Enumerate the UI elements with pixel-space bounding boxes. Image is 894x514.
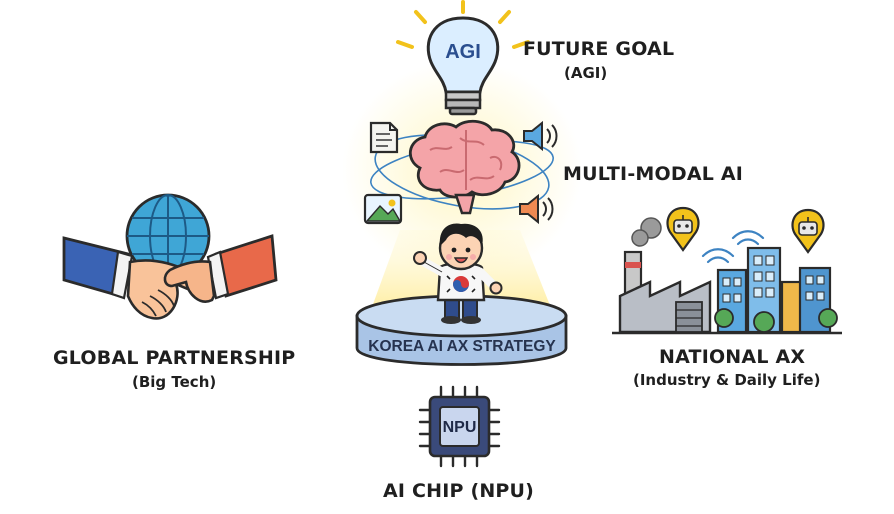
document-icon: [371, 123, 397, 152]
future-goal-subtitle: (AGI): [564, 64, 607, 82]
national-title: NATIONAL AX: [659, 346, 805, 368]
partnership-subtitle: (Big Tech): [132, 373, 216, 391]
national-subtitle: (Industry & Daily Life): [633, 371, 820, 389]
robot-pin-icon-right: [793, 210, 824, 252]
chip-title: AI CHIP (NPU): [383, 480, 534, 502]
chip-text: NPU: [443, 419, 477, 436]
future-goal-title: FUTURE GOAL: [523, 38, 674, 60]
partnership-title: GLOBAL PARTNERSHIP: [53, 347, 295, 369]
robot-pin-icon-left: [668, 208, 699, 250]
platform-label: KOREA AI AX STRATEGY: [368, 338, 556, 355]
image-icon: [365, 195, 401, 223]
handshake-globe-icon: [64, 195, 276, 318]
bulb-text: AGI: [445, 41, 481, 63]
multimodal-title: MULTI-MODAL AI: [563, 163, 743, 185]
